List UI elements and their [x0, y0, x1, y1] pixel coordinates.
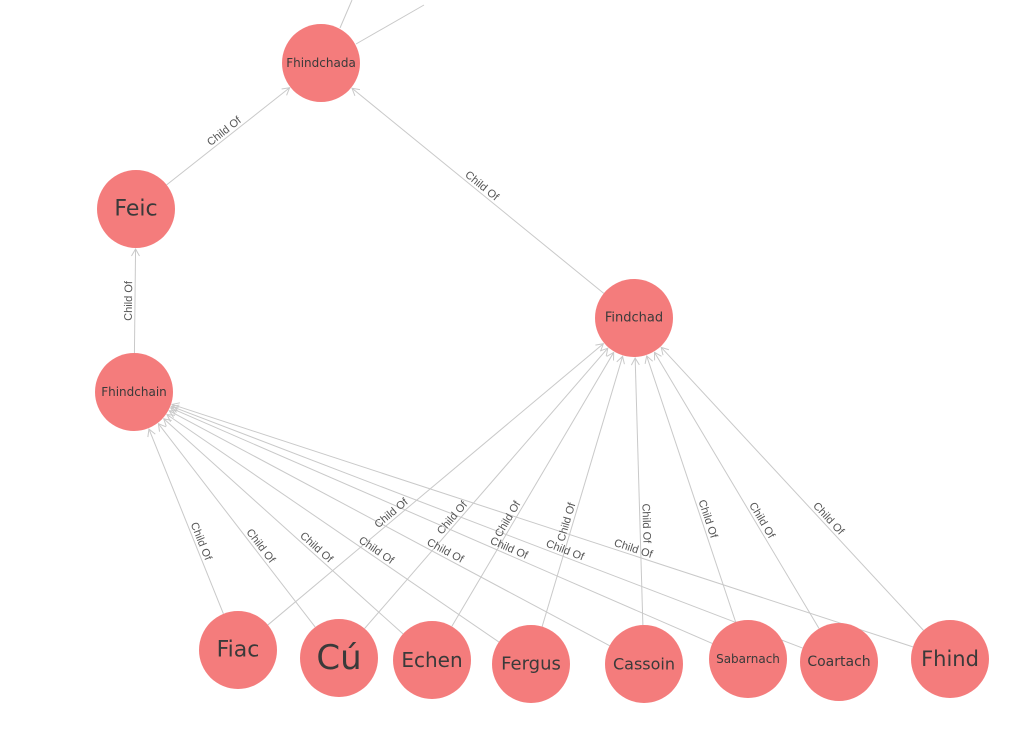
arrowhead-fiac-to-fhindchain	[147, 428, 156, 438]
node-label-cassoin: Cassoin	[613, 655, 675, 674]
edge-offscreen-1	[339, 0, 353, 29]
arrowhead-fhindchain-to-feic	[131, 247, 140, 257]
arrowhead-fergus-to-findchad	[616, 355, 625, 365]
node-fergus[interactable]: Fergus	[492, 625, 570, 703]
edge-label-echen-to-fhindchain: Child Of	[297, 530, 335, 566]
edge-label-fhind-to-findchad: Child Of	[810, 500, 846, 538]
edge-sabarnach-to-findchad	[646, 355, 737, 623]
arrowhead-fhind-to-fhindchain	[171, 402, 181, 411]
node-circle-cu[interactable]	[300, 619, 378, 697]
node-cassoin[interactable]: Cassoin	[605, 625, 683, 703]
node-circle-cassoin[interactable]	[605, 625, 683, 703]
node-circle-sabarnach[interactable]	[709, 620, 787, 698]
arrowhead-findchad-to-fhindchada	[351, 87, 361, 96]
edge-fhind-to-fhindchain	[171, 403, 914, 648]
node-fhindchain[interactable]: Fhindchain	[95, 353, 173, 431]
arrowhead-cu-to-findchad	[600, 347, 609, 357]
edge-label-fiac-to-fhindchain: Child Of	[188, 521, 214, 563]
node-circle-fhind[interactable]	[911, 620, 989, 698]
node-label-fiac: Fiac	[217, 638, 260, 663]
node-circle-fhindchain[interactable]	[95, 353, 173, 431]
arrowhead-fhind-to-findchad	[660, 346, 670, 356]
node-fhindchada[interactable]: Fhindchada	[282, 24, 360, 102]
arrowhead-cu-to-fhindchain	[157, 422, 167, 432]
edge-label-feic-to-fhindchada: Child Of	[205, 114, 244, 149]
node-feic[interactable]: Feic	[97, 170, 175, 248]
node-echen[interactable]: Echen	[393, 621, 471, 699]
edge-label-fiac-to-findchad: Child Of	[372, 496, 411, 531]
arrowhead-feic-to-fhindchada	[281, 87, 291, 96]
node-label-sabarnach: Sabarnach	[716, 652, 780, 666]
edge-label-cu-to-fhindchain: Child Of	[243, 527, 277, 567]
edge-cu-to-fhindchain	[158, 423, 316, 628]
edge-fhind-to-findchad	[660, 346, 924, 631]
edge-cassoin-to-findchad	[634, 357, 644, 626]
node-label-coartach: Coartach	[807, 654, 870, 670]
edge-label-cu-to-findchad: Child Of	[435, 498, 471, 537]
arrowhead-cassoin-to-findchad	[630, 356, 640, 366]
edge-cassoin-to-fhindchain	[169, 410, 610, 647]
node-fiac[interactable]: Fiac	[199, 611, 277, 689]
node-circle-echen[interactable]	[393, 621, 471, 699]
edge-label-fergus-to-fhindchain: Child Of	[356, 534, 396, 567]
offscreen-edges	[339, 0, 425, 45]
edge-echen-to-fhindchain	[163, 418, 404, 635]
edge-cu-to-findchad	[364, 347, 609, 629]
edge-fiac-to-findchad	[267, 343, 604, 626]
node-label-fhindchada: Fhindchada	[286, 56, 356, 70]
arrowhead-fiac-to-findchad	[595, 343, 605, 352]
node-label-fhind: Fhind	[921, 647, 979, 671]
edge-label-coartach-to-findchad: Child Of	[746, 500, 777, 541]
edge-label-fhindchain-to-feic: Child Of	[123, 280, 135, 321]
node-circle-coartach[interactable]	[800, 623, 878, 701]
edge-label-sabarnach-to-findchad: Child Of	[696, 498, 720, 540]
node-coartach[interactable]: Coartach	[800, 623, 878, 701]
node-circle-fiac[interactable]	[199, 611, 277, 689]
node-circle-fergus[interactable]	[492, 625, 570, 703]
node-cu[interactable]: Cú	[300, 619, 378, 697]
node-circle-findchad[interactable]	[595, 279, 673, 357]
edge-fhindchain-to-feic	[133, 248, 137, 354]
node-findchad[interactable]: Findchad	[595, 279, 673, 357]
edge-offscreen-2	[355, 4, 425, 45]
node-label-cu: Cú	[316, 638, 361, 678]
arrowhead-coartach-to-findchad	[653, 351, 662, 361]
edge-fergus-to-fhindchain	[166, 414, 500, 643]
edge-coartach-to-findchad	[654, 352, 820, 629]
arrowhead-sabarnach-to-findchad	[644, 354, 654, 364]
node-label-findchad: Findchad	[605, 311, 663, 326]
node-fhind[interactable]: Fhind	[911, 620, 989, 698]
arrowhead-sabarnach-to-fhindchain	[169, 406, 179, 415]
node-circle-fhindchada[interactable]	[282, 24, 360, 102]
edge-fergus-to-findchad	[541, 356, 624, 627]
node-sabarnach[interactable]: Sabarnach	[709, 620, 787, 698]
arrowhead-echen-to-findchad	[606, 351, 615, 361]
edge-feic-to-fhindchada	[166, 87, 290, 186]
edge-label-findchad-to-fhindchada: Child Of	[462, 169, 501, 204]
node-label-fhindchain: Fhindchain	[101, 385, 167, 399]
node-label-feic: Feic	[114, 197, 157, 222]
arrowhead-echen-to-fhindchain	[162, 418, 172, 427]
edge-label-echen-to-findchad: Child Of	[493, 498, 524, 539]
edge-fiac-to-fhindchain	[148, 428, 224, 615]
edge-label-cassoin-to-findchad: Child Of	[639, 503, 652, 544]
edge-echen-to-findchad	[451, 352, 615, 627]
node-label-fergus: Fergus	[501, 654, 561, 675]
edge-findchad-to-fhindchada	[351, 87, 605, 294]
edges-layer	[131, 87, 924, 649]
edge-sabarnach-to-fhindchain	[170, 407, 713, 644]
edge-coartach-to-fhindchain	[171, 405, 803, 649]
node-label-echen: Echen	[401, 648, 462, 672]
node-circle-feic[interactable]	[97, 170, 175, 248]
edge-label-sabarnach-to-fhindchain: Child Of	[488, 535, 530, 562]
